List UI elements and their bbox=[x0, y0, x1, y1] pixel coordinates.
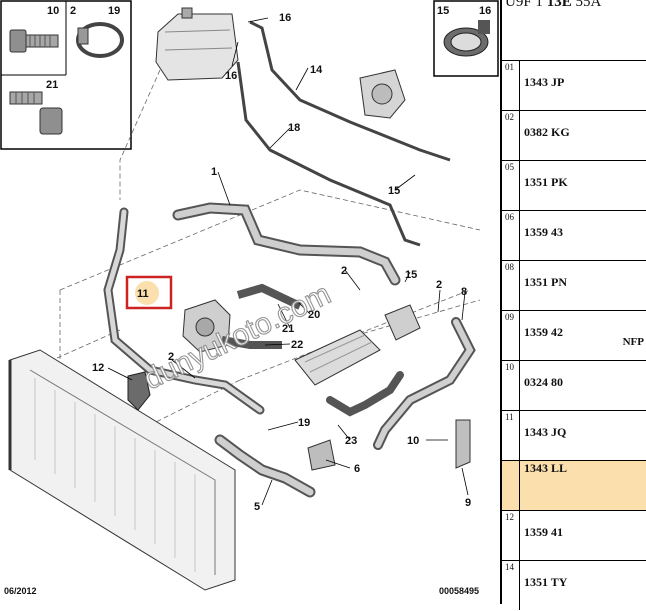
callout-14: 14 bbox=[310, 64, 323, 76]
callout-19: 19 bbox=[298, 417, 310, 429]
callout-1: 1 bbox=[211, 166, 217, 178]
parts-diagram: 10 2 19 21 15 16 bbox=[0, 0, 499, 596]
callout-20: 20 bbox=[308, 309, 320, 321]
bracket-9 bbox=[455, 419, 471, 469]
callout-16b: 16 bbox=[225, 70, 237, 82]
callout-2b: 2 bbox=[436, 279, 442, 291]
row-index: 10 bbox=[502, 361, 520, 410]
thermostat-housing bbox=[359, 69, 406, 119]
parts-row[interactable]: 12 1359 41 bbox=[502, 511, 646, 561]
egr-cooler bbox=[294, 329, 381, 386]
parts-row-selected[interactable]: 1343 LL bbox=[502, 461, 646, 511]
part-number: 1351 PK bbox=[524, 175, 568, 189]
row-index: 11 bbox=[502, 411, 520, 460]
row-index: 02 bbox=[502, 111, 520, 160]
callout-23: 23 bbox=[345, 435, 357, 447]
parts-row[interactable]: 02 0382 KG bbox=[502, 111, 646, 161]
callout-6: 6 bbox=[354, 463, 360, 475]
parts-row[interactable]: 08 1351 PN bbox=[502, 261, 646, 311]
row-index: 09 bbox=[502, 311, 520, 360]
parts-row[interactable]: 10 0324 80 bbox=[502, 361, 646, 411]
inset-right: 15 16 bbox=[433, 0, 499, 77]
row-index: 14 bbox=[502, 561, 520, 610]
inset-left: 10 2 19 21 bbox=[0, 0, 132, 150]
parts-row[interactable]: 09 1359 42 NFP bbox=[502, 311, 646, 361]
inset-callout-10: 10 bbox=[47, 5, 59, 17]
bracket-6 bbox=[307, 439, 336, 471]
part-number: 1359 43 bbox=[524, 225, 563, 239]
parts-list-panel: U9F 1 13E 55A 01 1343 JP 02 0382 KG 05 1… bbox=[500, 0, 646, 610]
hose-23 bbox=[326, 371, 404, 417]
leader-lines bbox=[107, 17, 469, 506]
part-number: 1343 JP bbox=[524, 75, 565, 89]
hose-20 bbox=[236, 283, 302, 310]
clamp-19-icon bbox=[76, 22, 124, 58]
parts-row[interactable]: 11 1343 JQ bbox=[502, 411, 646, 461]
parts-row[interactable]: 01 1343 JP bbox=[502, 61, 646, 111]
bolt-21-icon bbox=[9, 91, 63, 135]
callout-18: 18 bbox=[288, 122, 300, 134]
callout-5: 5 bbox=[254, 501, 260, 513]
part-number: 1359 41 bbox=[524, 525, 563, 539]
row-index: 06 bbox=[502, 211, 520, 260]
row-index: 08 bbox=[502, 261, 520, 310]
diagram-date: 06/2012 bbox=[4, 586, 37, 596]
water-pump bbox=[182, 299, 231, 353]
part-number: 1359 42 bbox=[524, 325, 563, 339]
row-index bbox=[502, 461, 520, 510]
callout-21: 21 bbox=[282, 323, 294, 335]
inset-callout-15: 15 bbox=[437, 5, 449, 17]
clamp-15-icon bbox=[443, 20, 490, 57]
callout-15b: 15 bbox=[405, 269, 417, 281]
part-number: 1343 LL bbox=[524, 461, 568, 475]
callout-12: 12 bbox=[92, 362, 104, 374]
callout-10: 10 bbox=[407, 435, 419, 447]
model-code-bold: 13E bbox=[546, 0, 572, 10]
clamp-12 bbox=[127, 371, 151, 411]
callout-15a: 15 bbox=[388, 185, 400, 197]
row-index: 12 bbox=[502, 511, 520, 560]
parts-row[interactable]: 05 1351 PK bbox=[502, 161, 646, 211]
model-code: U9F 1 13E 55A bbox=[505, 0, 601, 11]
highlight-dot-11 bbox=[135, 281, 159, 305]
callout-2a: 2 bbox=[341, 265, 347, 277]
diagram-ref: 00058495 bbox=[439, 586, 479, 596]
callout-16a: 16 bbox=[279, 12, 291, 24]
panel-header: U9F 1 13E 55A bbox=[502, 0, 646, 61]
callout-11: 11 bbox=[137, 288, 149, 300]
watermark: dunyukoto.com bbox=[139, 277, 336, 396]
bolt-10-icon bbox=[9, 29, 59, 53]
callout-22: 22 bbox=[291, 339, 303, 351]
callout-8: 8 bbox=[461, 286, 467, 298]
part-note: NFP bbox=[622, 336, 644, 348]
hose-14 bbox=[249, 20, 451, 162]
callout-9: 9 bbox=[465, 497, 471, 509]
radiator bbox=[8, 349, 236, 591]
model-code-prefix: U9F 1 bbox=[505, 0, 547, 10]
row-index: 01 bbox=[502, 61, 520, 110]
row-index: 05 bbox=[502, 161, 520, 210]
highlight-box-11 bbox=[125, 275, 173, 310]
parts-row[interactable]: 14 1351 TY bbox=[502, 561, 646, 611]
part-number: 1351 TY bbox=[524, 575, 568, 589]
part-number: 0324 80 bbox=[524, 375, 563, 389]
inset-callout-21: 21 bbox=[46, 79, 58, 91]
part-number: 1351 PN bbox=[524, 275, 567, 289]
inset-callout-19: 19 bbox=[108, 5, 120, 17]
inset-callout-16: 16 bbox=[479, 5, 491, 17]
model-code-suffix: 55A bbox=[571, 0, 602, 10]
parts-row[interactable]: 06 1359 43 bbox=[502, 211, 646, 261]
part-number: 0382 KG bbox=[524, 125, 570, 139]
expansion-tank bbox=[155, 7, 239, 81]
hose-18 bbox=[236, 61, 421, 247]
valve-2 bbox=[384, 304, 421, 341]
callout-2c: 2 bbox=[168, 351, 174, 363]
inset-callout-2: 2 bbox=[70, 5, 76, 17]
part-number: 1343 JQ bbox=[524, 425, 567, 439]
